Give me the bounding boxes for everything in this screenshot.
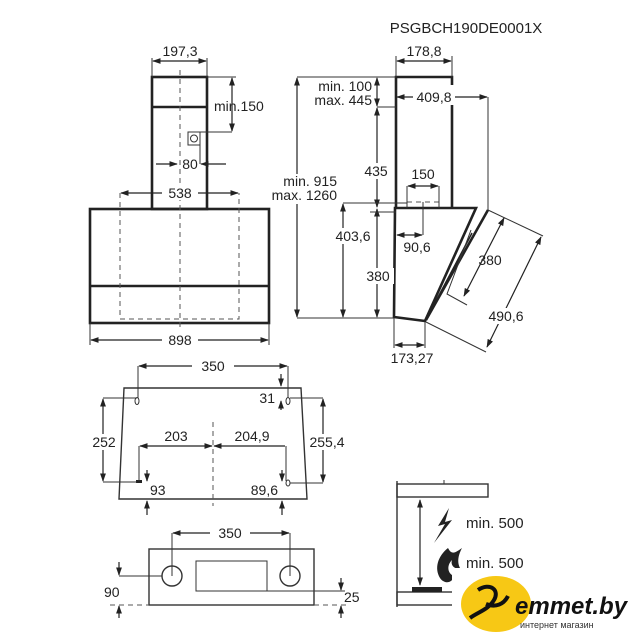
dim-chimney-height: 435 (364, 163, 388, 179)
front-view: 197,3 min.150 80 538 898 (88, 43, 271, 348)
dim-gap-max: max. 445 (314, 92, 372, 108)
electric-hob-icon (434, 508, 452, 543)
dim-height-max: max. 1260 (272, 187, 338, 203)
dim-socket-offset: 80 (182, 156, 198, 172)
model-code: PSGBCH190DE0001X (390, 20, 543, 37)
emmet-watermark: emmet.by интернет магазин (452, 568, 640, 640)
dim-left-to-center: 203 (164, 428, 188, 444)
bottom-view: 350 90 25 (104, 525, 360, 618)
dim-socket-distance: min.150 (214, 98, 264, 114)
dim-height-min: min. 915 (283, 173, 337, 189)
gas-flame-icon (437, 548, 462, 583)
dim-inner-width: 538 (168, 185, 192, 201)
dim-total-width: 898 (168, 332, 192, 348)
dim-right-height: 255,4 (309, 434, 344, 450)
dim-right-offset: 25 (344, 589, 360, 605)
dim-left-bottom: 93 (150, 482, 166, 498)
dim-left-offset: 90 (104, 584, 120, 600)
dim-top-spacing: 350 (201, 358, 225, 374)
dim-panel-length: 380 (478, 252, 502, 268)
dim-body-height-total: 403,6 (335, 228, 370, 244)
side-view: 380 490,6 178,8 409,8 min. 915 max. 1260… (255, 43, 544, 366)
dim-chimney-width: 197,3 (162, 43, 197, 59)
dim-gap-min: min. 100 (318, 78, 372, 94)
hood-side-body (392, 206, 479, 323)
clearance-electric: min. 500 (466, 515, 524, 532)
dim-outlet-width: 150 (411, 166, 435, 182)
clearance-view: min. 500 min. 500 (396, 480, 524, 607)
dim-bottom-depth: 173,27 (391, 350, 434, 366)
watermark-tagline: интернет магазин (520, 620, 594, 630)
dim-outlet-offset: 90,6 (403, 239, 430, 255)
dim-right-to-center: 204,9 (234, 428, 269, 444)
dim-top-offset: 31 (259, 390, 275, 406)
mounting-plate (118, 387, 308, 500)
hood-bottom (148, 548, 315, 606)
clearance-gas: min. 500 (466, 555, 524, 572)
dim-total-depth: 409,8 (416, 89, 451, 105)
dim-panel-diagonal: 490,6 (488, 308, 523, 324)
mounting-plate-view: 350 31 252 255,4 203 204,9 93 89,6 (88, 358, 348, 515)
dim-body-height: 380 (366, 268, 390, 284)
dim-chimney-depth: 178,8 (406, 43, 441, 59)
socket-icon (187, 131, 201, 146)
dim-left-height: 252 (92, 434, 116, 450)
dim-hole-spacing: 350 (218, 525, 242, 541)
dim-right-bottom: 89,6 (251, 482, 278, 498)
watermark-brand: emmet.by (515, 593, 629, 620)
